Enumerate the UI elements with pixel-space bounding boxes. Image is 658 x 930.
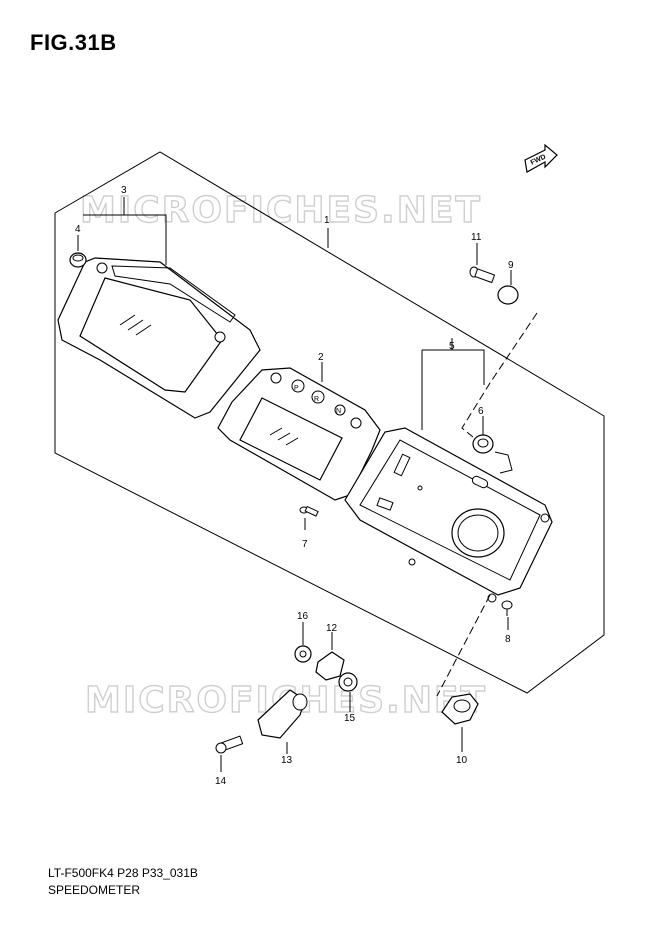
- dashed-centre-lines: [436, 312, 538, 697]
- figure-name: SPEEDOMETER: [48, 883, 141, 897]
- socket-part-12: [315, 651, 345, 681]
- watermark-top: MICROFICHES.NET: [80, 190, 482, 231]
- gear-letter-n: N: [336, 408, 341, 415]
- grommet-part-10: [441, 693, 479, 725]
- figure-title: FIG.31B: [30, 30, 117, 55]
- callout-9: 9: [508, 260, 514, 271]
- callout-12: 12: [326, 623, 338, 634]
- callout-11: 11: [471, 232, 482, 243]
- washer-part-9: [497, 285, 519, 305]
- callout-13: 13: [281, 755, 293, 766]
- callout-7: 7: [302, 539, 308, 550]
- figure-code: LT-F500FK4 P28 P33_031B: [48, 866, 198, 880]
- cap-part: [69, 252, 87, 268]
- leader-lines: [77, 197, 512, 772]
- grommet-part: [472, 434, 513, 474]
- screw-part-8: [501, 600, 513, 616]
- callout-6: 6: [478, 406, 484, 417]
- callout-5: 5: [449, 341, 455, 352]
- meter-cover-lens: [57, 257, 261, 419]
- fwd-arrow-icon: FWD: [524, 143, 558, 173]
- callout-labels: 1 2 3 4 5 6 7 8 9 10 11 12 13 14 15 16: [75, 185, 514, 787]
- bulb-socket-parts: [215, 645, 358, 754]
- callout-15: 15: [344, 713, 356, 724]
- callout-3: 3: [121, 185, 127, 196]
- callout-16: 16: [297, 611, 309, 622]
- screw-part-11: [469, 266, 496, 284]
- callout-10: 10: [456, 755, 468, 766]
- callout-8: 8: [505, 634, 511, 645]
- washer-part-16: [294, 645, 312, 663]
- meter-case: [344, 427, 553, 603]
- screw-part-7: [299, 505, 319, 517]
- gear-letter-p: P: [294, 385, 299, 392]
- callout-14: 14: [215, 776, 227, 787]
- gear-letter-r: R: [314, 396, 319, 403]
- washer-part-15: [338, 672, 358, 692]
- callout-4: 4: [75, 224, 81, 235]
- assembly-boundary: [54, 151, 605, 694]
- callout-2: 2: [318, 352, 324, 363]
- lcd-panel: P R N: [217, 367, 381, 501]
- callout-1: 1: [324, 215, 330, 226]
